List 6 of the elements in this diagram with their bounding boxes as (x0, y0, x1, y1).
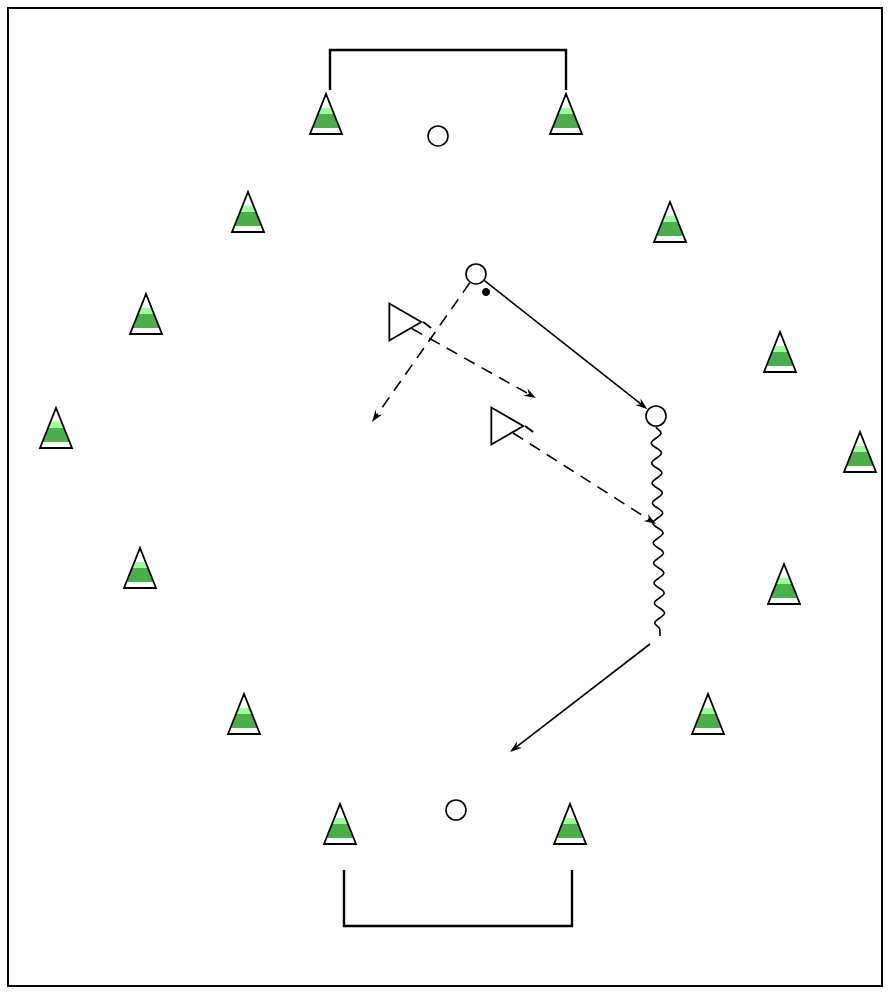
player-circle (645, 405, 667, 427)
defender-marker (490, 405, 535, 446)
player-circle (465, 263, 487, 285)
defender-marker (388, 301, 433, 342)
player-circle (427, 125, 449, 147)
player-circle (445, 799, 467, 821)
